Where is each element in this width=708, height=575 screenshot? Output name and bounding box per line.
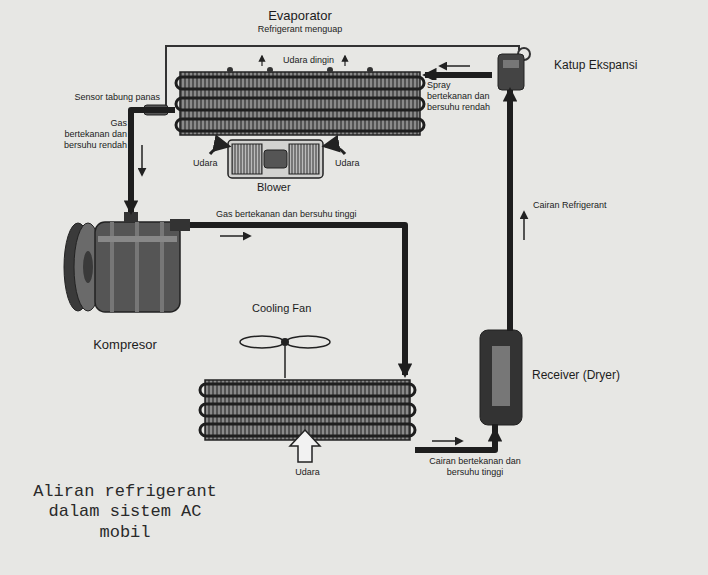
component-node: Udara bbox=[200, 375, 415, 480]
component-name: Receiver (Dryer) bbox=[532, 368, 620, 382]
compressor-symbol bbox=[64, 212, 190, 312]
part-label: Sensor tabung panas bbox=[40, 92, 160, 103]
component-node: Receiver (Dryer) bbox=[472, 320, 672, 430]
refrigerant-pipe bbox=[507, 90, 513, 320]
component-name: Evaporator bbox=[268, 8, 332, 24]
component-note: Refrigerant menguap bbox=[258, 24, 343, 35]
component-name: Kompresor bbox=[93, 337, 157, 353]
refrigerant-pipe bbox=[131, 110, 175, 212]
flow-label: Cairan Refrigerant bbox=[532, 200, 634, 211]
flow-arrow bbox=[523, 212, 525, 240]
refrigerant-pipe bbox=[190, 225, 405, 375]
expansion-valve bbox=[498, 54, 524, 90]
blower-symbol bbox=[228, 140, 323, 178]
component-name: Katup Ekspansi bbox=[554, 58, 637, 72]
component-node: EvaporatorRefrigerant menguap bbox=[175, 6, 425, 138]
flow-arrow bbox=[141, 145, 143, 175]
component-node: Kompresor bbox=[60, 212, 190, 355]
condenser-coil bbox=[200, 380, 415, 462]
air-arrow bbox=[344, 56, 345, 66]
flow-arrow bbox=[220, 235, 250, 237]
flow-arrow bbox=[432, 440, 462, 442]
air-arrow bbox=[261, 56, 262, 66]
refrigerant-pipe bbox=[415, 430, 495, 450]
cooling-fan bbox=[240, 336, 330, 378]
flow-label: Gas bertekanan dan bersuhu tinggi bbox=[215, 209, 397, 220]
component-name: Udara bbox=[295, 467, 320, 478]
receiver-dryer bbox=[480, 320, 522, 431]
flow-label: Spray bertekanan dan bersuhu rendah bbox=[426, 80, 492, 112]
component-node: Katup Ekspansi bbox=[492, 40, 672, 90]
flow-label: Cairan bertekanan dan bersuhu tinggi bbox=[418, 456, 532, 478]
air-arrow bbox=[325, 146, 345, 154]
flow-arrow bbox=[440, 65, 470, 67]
caption: Aliran refrigerant dalam sistem AC mobil bbox=[25, 482, 225, 543]
part-label: Udara bbox=[335, 158, 360, 169]
air-arrow bbox=[210, 146, 228, 154]
part-label: Udara dingin bbox=[283, 55, 334, 66]
evaporator-coil bbox=[176, 67, 424, 135]
part-label: Blower bbox=[257, 181, 291, 194]
part-label: Cooling Fan bbox=[252, 302, 311, 315]
flow-label: Gas bertekanan dan bersuhu rendah bbox=[62, 118, 128, 150]
part-label: Udara bbox=[193, 158, 218, 169]
refrigerant-pipe bbox=[425, 72, 492, 78]
